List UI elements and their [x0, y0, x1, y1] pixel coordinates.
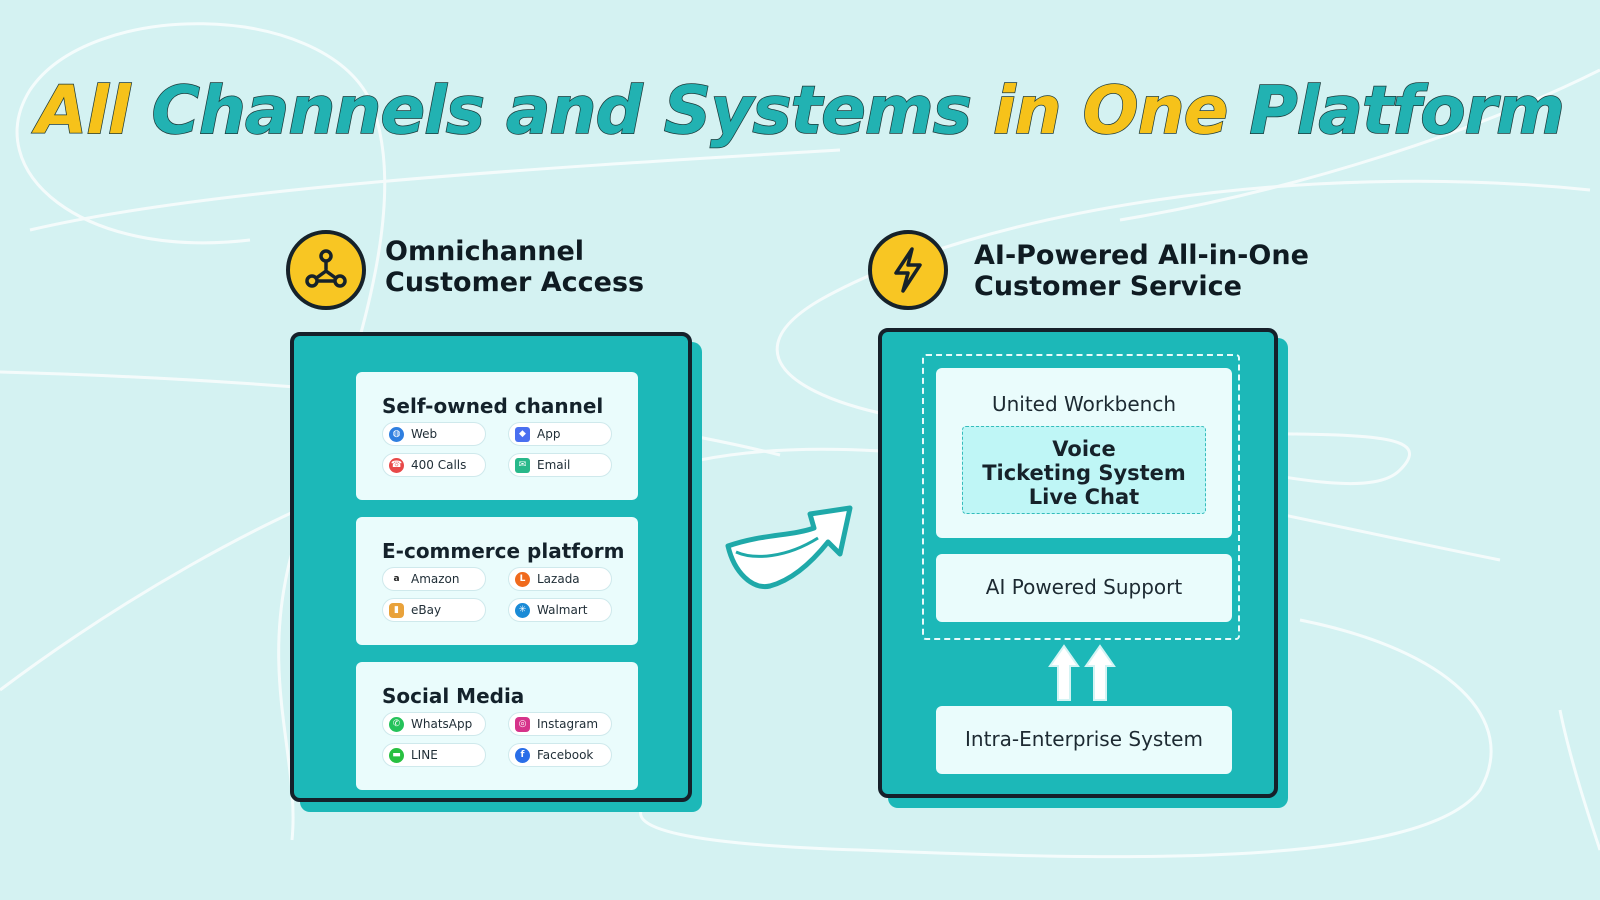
- pill-label: WhatsApp: [411, 717, 473, 731]
- ai-support-label: AI Powered Support: [985, 575, 1183, 599]
- globe-icon: ◍: [389, 426, 404, 442]
- united-workbench-card: United Workbench Voice Ticketing System …: [936, 368, 1232, 538]
- walmart-icon: ✳: [515, 602, 530, 618]
- feature-voice: Voice: [1052, 437, 1116, 461]
- channel-pill-web: ◍ Web: [382, 422, 486, 446]
- title-part-platform: Platform: [1249, 71, 1566, 150]
- e-commerce-platform-card: E-commerce platform a Amazon L Lazada ▮ …: [356, 517, 638, 645]
- right-section-title: AI-Powered All-in-One Customer Service: [974, 240, 1309, 302]
- ebay-icon: ▮: [389, 602, 404, 618]
- cube-icon: ◆: [515, 426, 530, 442]
- channel-pill-email: ✉ Email: [508, 453, 612, 477]
- channel-pill-app: ◆ App: [508, 422, 612, 446]
- instagram-icon: ◎: [515, 716, 530, 732]
- channel-pill-facebook: f Facebook: [508, 743, 612, 767]
- title-part-channels: Channels and Systems: [151, 71, 973, 150]
- channel-pill-whatsapp: ✆ WhatsApp: [382, 712, 486, 736]
- channel-pill-amazon: a Amazon: [382, 567, 486, 591]
- right-title-line2: Customer Service: [974, 271, 1242, 302]
- channel-pill-ebay: ▮ eBay: [382, 598, 486, 622]
- curved-arrow-icon: [725, 505, 853, 590]
- pill-label: Web: [411, 427, 438, 441]
- line-icon: ▬: [389, 747, 404, 763]
- pill-label: LINE: [411, 748, 438, 762]
- card-title: Social Media: [382, 684, 525, 708]
- workbench-label: United Workbench: [991, 392, 1177, 416]
- channel-pill-instagram: ◎ Instagram: [508, 712, 612, 736]
- pill-label: Email: [537, 458, 571, 472]
- social-media-card: Social Media ✆ WhatsApp ◎ Instagram ▬ LI…: [356, 662, 638, 790]
- pill-label: 400 Calls: [411, 458, 467, 472]
- right-title-line1: AI-Powered All-in-One: [974, 240, 1309, 271]
- pill-label: Walmart: [537, 603, 588, 617]
- workbench-features-box: Voice Ticketing System Live Chat: [962, 426, 1206, 514]
- phone-icon: ☎: [389, 457, 404, 473]
- feature-live-chat: Live Chat: [1028, 485, 1140, 509]
- amazon-icon: a: [389, 571, 404, 587]
- page-title: All Channels and Systems in One Platform: [0, 71, 1600, 150]
- title-part-in-one: in One: [992, 71, 1229, 150]
- pill-label: Instagram: [537, 717, 599, 731]
- right-panel: United Workbench Voice Ticketing System …: [878, 328, 1278, 798]
- pill-label: Facebook: [537, 748, 594, 762]
- channel-pill-walmart: ✳ Walmart: [508, 598, 612, 622]
- channel-pill-400-calls: ☎ 400 Calls: [382, 453, 486, 477]
- pill-label: Amazon: [411, 572, 460, 586]
- whatsapp-icon: ✆: [389, 716, 404, 732]
- left-title-line1: Omnichannel: [385, 236, 585, 267]
- left-title-line2: Customer Access: [385, 267, 645, 298]
- channel-pill-line: ▬ LINE: [382, 743, 486, 767]
- platform-dashed-group: [922, 354, 1240, 640]
- left-panel: Self-owned channel ◍ Web ◆ App ☎ 400 Cal…: [290, 332, 692, 802]
- intra-enterprise-system-card: Intra-Enterprise System: [936, 706, 1232, 774]
- feature-ticketing-system: Ticketing System: [982, 461, 1186, 485]
- self-owned-channel-card: Self-owned channel ◍ Web ◆ App ☎ 400 Cal…: [356, 372, 638, 500]
- card-title: E-commerce platform: [382, 539, 625, 563]
- pill-label: eBay: [411, 603, 442, 617]
- channel-pill-lazada: L Lazada: [508, 567, 612, 591]
- enterprise-label: Intra-Enterprise System: [965, 727, 1203, 751]
- up-arrows-icon: [1048, 644, 1116, 701]
- facebook-icon: f: [515, 747, 530, 763]
- network-hub-icon: [286, 230, 366, 310]
- lazada-icon: L: [515, 571, 530, 587]
- envelope-icon: ✉: [515, 457, 530, 473]
- pill-label: Lazada: [537, 572, 580, 586]
- lightning-bolt-icon: [868, 230, 948, 310]
- ai-powered-support-card: AI Powered Support: [936, 554, 1232, 622]
- card-title: Self-owned channel: [382, 394, 604, 418]
- left-section-title: Omnichannel Customer Access: [385, 236, 644, 298]
- pill-label: App: [537, 427, 561, 441]
- title-part-all: All: [35, 71, 131, 150]
